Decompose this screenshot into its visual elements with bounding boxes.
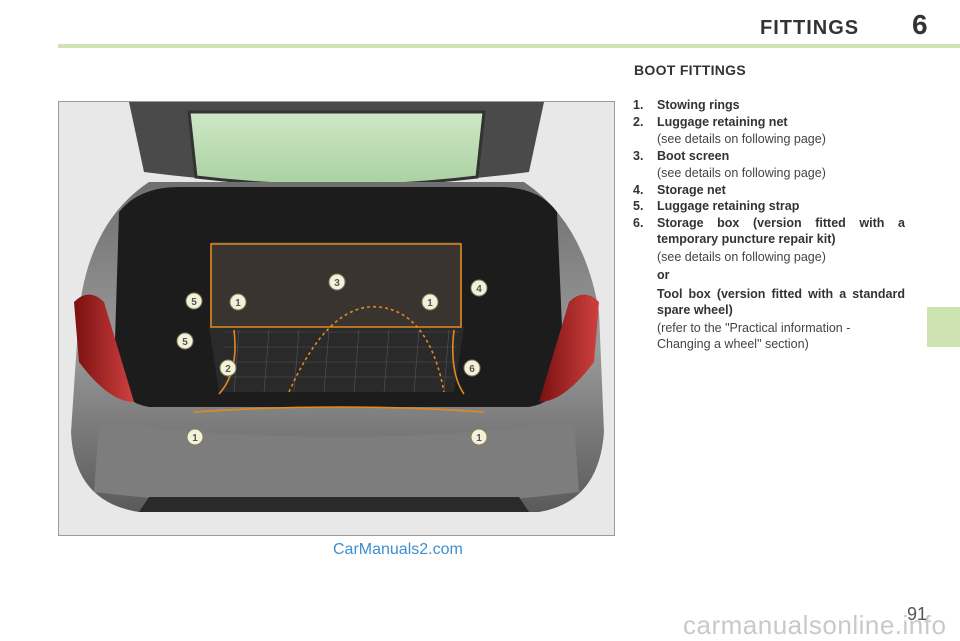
legend-item: 4. Storage net [633, 182, 905, 199]
legend-alt-label: Tool box (version fitted with a standard… [657, 286, 905, 318]
svg-text:6: 6 [469, 364, 475, 375]
callout-6: 6 [463, 359, 481, 377]
svg-text:1: 1 [427, 298, 433, 309]
callout-1-right-lower: 1 [470, 428, 488, 446]
legend-label: Storage net [657, 182, 726, 197]
legend-number: 4. [633, 182, 644, 197]
car-boot-drawing: 1 1 1 1 2 3 4 5 5 6 [59, 102, 614, 535]
legend-or: or [657, 268, 670, 282]
legend-item: 3. Boot screen (see details on following… [633, 148, 905, 182]
header-rule [58, 44, 960, 48]
legend-item: 6. Storage box (version fitted with a te… [633, 215, 905, 353]
legend-number: 6. [633, 215, 644, 230]
callout-1-right-upper: 1 [421, 293, 439, 311]
legend-alt-note: (refer to the "Practical information - C… [657, 320, 851, 352]
page-number: 91 [907, 604, 928, 624]
svg-text:3: 3 [334, 278, 340, 289]
svg-text:2: 2 [225, 364, 231, 375]
legend-note: (see details on following page) [657, 132, 826, 146]
section-title: BOOT FITTINGS [634, 62, 747, 78]
legend-list: 1. Stowing rings 2. Luggage retaining ne… [633, 97, 905, 353]
callout-5-upper: 5 [185, 292, 203, 310]
legend-number: 3. [633, 148, 644, 163]
callout-2: 2 [219, 359, 237, 377]
svg-text:4: 4 [476, 284, 482, 295]
svg-text:1: 1 [476, 433, 482, 444]
chapter-tab [927, 307, 960, 347]
legend-label: Luggage retaining strap [657, 199, 800, 213]
legend-label: Stowing rings [657, 98, 740, 112]
legend-number: 1. [633, 98, 644, 112]
legend-item: 5. Luggage retaining strap [633, 198, 905, 215]
svg-text:1: 1 [235, 298, 241, 309]
callout-4: 4 [470, 279, 488, 297]
footer-site: carmanualsonline.info [683, 610, 947, 640]
svg-text:5: 5 [182, 337, 188, 348]
chapter-number: 6 [912, 9, 928, 40]
legend-item: 2. Luggage retaining net (see details on… [633, 114, 905, 148]
watermark: CarManuals2.com [333, 541, 463, 558]
callout-1-left-upper: 1 [229, 293, 247, 311]
chapter-title: FITTINGS [760, 17, 860, 39]
callout-5-lower: 5 [176, 332, 194, 350]
legend-label: Storage box (version fitted with a tempo… [657, 215, 905, 247]
callout-3: 3 [328, 273, 346, 291]
legend-item: 1. Stowing rings [633, 97, 905, 114]
legend-note: (see details on following page) [657, 249, 826, 264]
svg-text:5: 5 [191, 297, 197, 308]
legend-note: (see details on following page) [657, 166, 826, 180]
callout-1-left-lower: 1 [186, 428, 204, 446]
legend-number: 2. [633, 114, 644, 129]
legend-label: Boot screen [657, 148, 730, 163]
boot-illustration: 1 1 1 1 2 3 4 5 5 6 [58, 101, 615, 536]
legend-number: 5. [633, 199, 644, 213]
svg-text:1: 1 [192, 433, 198, 444]
legend-label: Luggage retaining net [657, 114, 788, 129]
